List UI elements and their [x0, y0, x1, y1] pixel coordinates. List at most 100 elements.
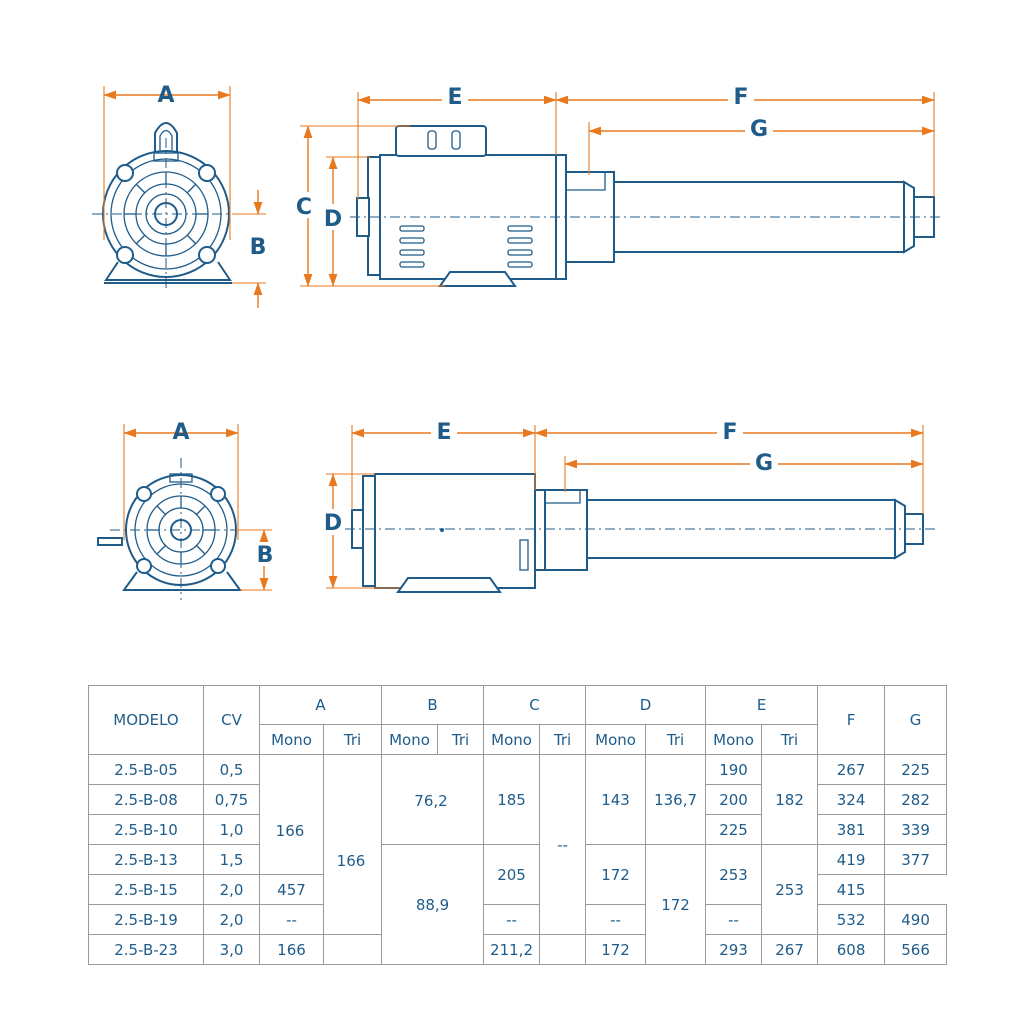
cell-cv: 3,0: [203, 934, 260, 965]
table-row: 2.5-B-13 1,5 88,9 205 172 172 253 253 41…: [88, 844, 948, 965]
cell-c-mono: 211,2: [483, 934, 541, 965]
cell-e-mono: 293: [705, 934, 763, 965]
cell-b: 88,9: [381, 844, 485, 965]
cell-f: 381: [817, 814, 886, 845]
cell-f: 608: [817, 934, 886, 965]
cell-e-mono: --: [705, 904, 763, 935]
table-row: 2.5-B-15 2,0 457 415: [88, 874, 947, 905]
cell-cv: 0,75: [203, 784, 260, 815]
cell-f: 267: [817, 754, 886, 785]
header-e: E: [705, 685, 819, 725]
cell-modelo: 2.5-B-15: [88, 874, 204, 905]
cell-e-tri: 182: [761, 754, 819, 845]
cell-e-tri: 267: [761, 934, 819, 965]
cell-f: 419: [817, 844, 886, 875]
table-row: 2.5-B-08 0,75 200 324 282: [88, 784, 948, 815]
cell-g: 490: [884, 904, 948, 935]
cell-modelo: 2.5-B-19: [88, 904, 204, 935]
cell-a-tri: [322, 754, 383, 935]
header-b-tri: Tri: [437, 724, 485, 755]
header-cv: CV: [203, 685, 260, 755]
header-e-mono: Mono: [705, 724, 763, 755]
bottom-side-view: [326, 425, 935, 593]
header-a-mono: Mono: [259, 724, 324, 755]
cell-c-tri: [539, 934, 587, 965]
dim-label-f-top: F: [733, 85, 748, 110]
dim-label-e-bottom: E: [436, 420, 451, 445]
top-side-view: [300, 92, 944, 287]
dim-label-d-bottom: D: [324, 511, 342, 536]
b-merged-value-upper: 76,2: [414, 792, 448, 810]
cell-cv: 0,5: [203, 754, 260, 785]
dim-label-d-top: D: [324, 207, 342, 232]
dimensions-table: MODELO CV A B C D E F G Mono Tri Mono Tr…: [88, 685, 948, 965]
dim-label-b-top: B: [250, 235, 267, 260]
dim-label-g-bottom: G: [755, 451, 773, 476]
cell-g: 415: [817, 874, 886, 905]
cell-e-mono: 225: [705, 814, 763, 845]
table-row: 2.5-B-19 2,0 -- -- -- -- 532 490: [88, 904, 948, 935]
cell-cv: 1,0: [203, 814, 260, 845]
cell-a-tri: [323, 934, 383, 965]
a-mono-merged-value: 166: [275, 822, 305, 840]
cell-f: 532: [817, 904, 886, 935]
cell-d-mono: 143: [585, 754, 647, 845]
cell-c-mono: 185: [483, 754, 541, 845]
cell-g: 566: [884, 934, 948, 965]
cell-a-mono: [259, 754, 324, 875]
cell-d-mono: 172: [585, 934, 647, 965]
cell-d-mono: --: [585, 904, 647, 935]
header-b: B: [381, 685, 485, 725]
header-a: A: [258, 685, 383, 725]
cell-modelo: 2.5-B-05: [88, 754, 204, 785]
cell-a-mono: 166: [259, 934, 324, 965]
header-modelo: MODELO: [88, 685, 204, 755]
header-f: F: [817, 685, 886, 755]
cell-modelo: 2.5-B-10: [88, 814, 204, 845]
header-a-tri: Tri: [322, 724, 383, 755]
dim-label-e-top: E: [447, 85, 462, 110]
a-tri-merged-value: 166: [336, 852, 366, 870]
cell-cv: 1,5: [203, 844, 260, 875]
cell-c-mono: --: [483, 904, 541, 935]
dim-label-b-bottom: B: [257, 543, 274, 568]
bottom-front-view: [97, 424, 272, 600]
header-c-tri: Tri: [539, 724, 587, 755]
header-e-tri: Tri: [761, 724, 819, 755]
cell-f: 457: [259, 874, 324, 905]
dim-label-g-top: G: [750, 117, 768, 142]
dim-label-c-top: C: [296, 195, 312, 220]
top-front-view: [92, 86, 266, 308]
cell-g: 282: [884, 784, 948, 815]
cell-modelo: 2.5-B-08: [88, 784, 204, 815]
cell-b: [381, 754, 485, 845]
cell-modelo: 2.5-B-13: [88, 844, 204, 875]
cell-e-mono: 253: [705, 844, 763, 905]
cell-g: 339: [884, 814, 948, 845]
header-d-mono: Mono: [585, 724, 647, 755]
header-d-tri: Tri: [645, 724, 707, 755]
cell-c-mono: 205: [483, 844, 541, 905]
cell-e-mono: 190: [705, 754, 763, 785]
header-c: C: [483, 685, 587, 725]
cell-e-tri: 253: [761, 844, 819, 935]
dimension-drawing: A B: [92, 83, 944, 600]
cell-f: 324: [817, 784, 886, 815]
cell-d-tri: 136,7: [645, 754, 707, 845]
header-c-mono: Mono: [483, 724, 541, 755]
header-d: D: [585, 685, 707, 725]
cell-a-mono: --: [259, 904, 324, 935]
cell-g: 377: [884, 844, 948, 875]
dim-label-f-bottom: F: [722, 420, 737, 445]
table-row: 2.5-B-10 1,0 225 381 339: [88, 814, 948, 845]
cell-cv: 2,0: [203, 904, 260, 935]
dim-label-a-top: A: [157, 83, 174, 108]
table-row: 2.5-B-23 3,0 166 211,2 172 293 267 608 5…: [88, 934, 948, 965]
cell-g: 225: [884, 754, 948, 785]
dim-label-a-bottom: A: [172, 420, 189, 445]
cell-e-mono: 200: [705, 784, 763, 815]
cell-cv: 2,0: [203, 874, 260, 905]
cell-d-tri: 172: [645, 844, 707, 965]
cell-c-tri: --: [539, 754, 587, 935]
header-b-mono: Mono: [381, 724, 439, 755]
